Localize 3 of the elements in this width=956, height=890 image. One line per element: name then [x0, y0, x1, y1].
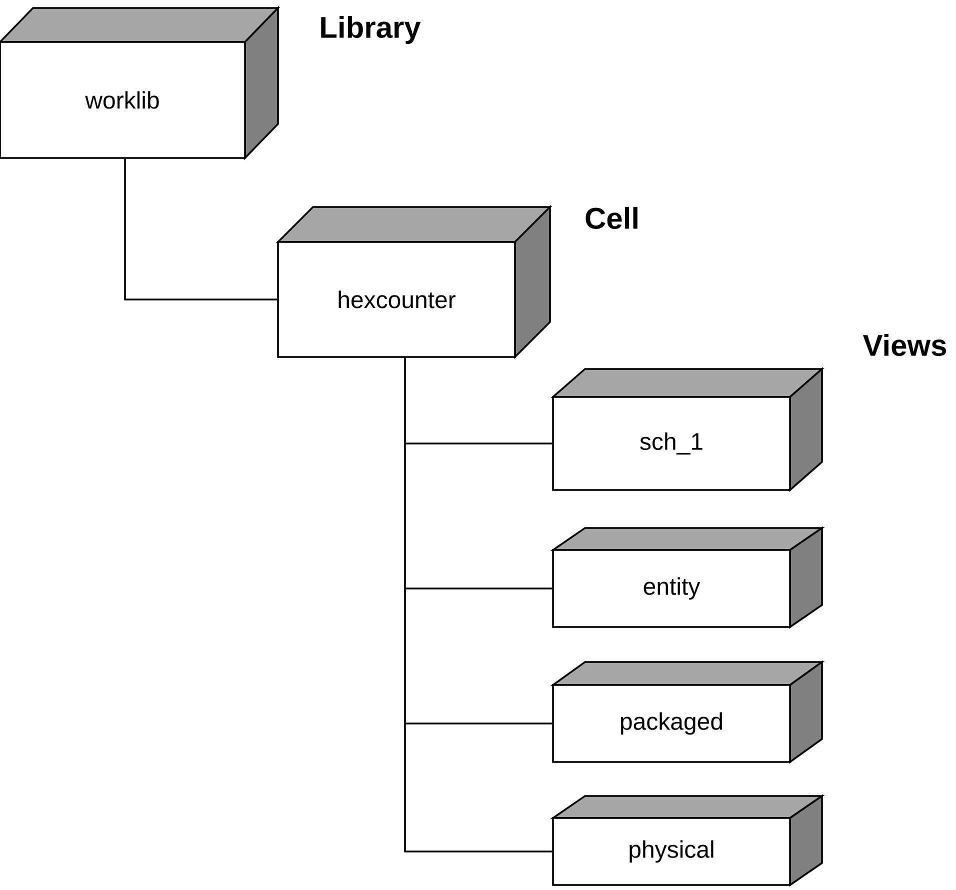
heading: Views [862, 334, 946, 356]
heading: Cell [586, 206, 638, 229]
heading: Library [321, 16, 421, 44]
